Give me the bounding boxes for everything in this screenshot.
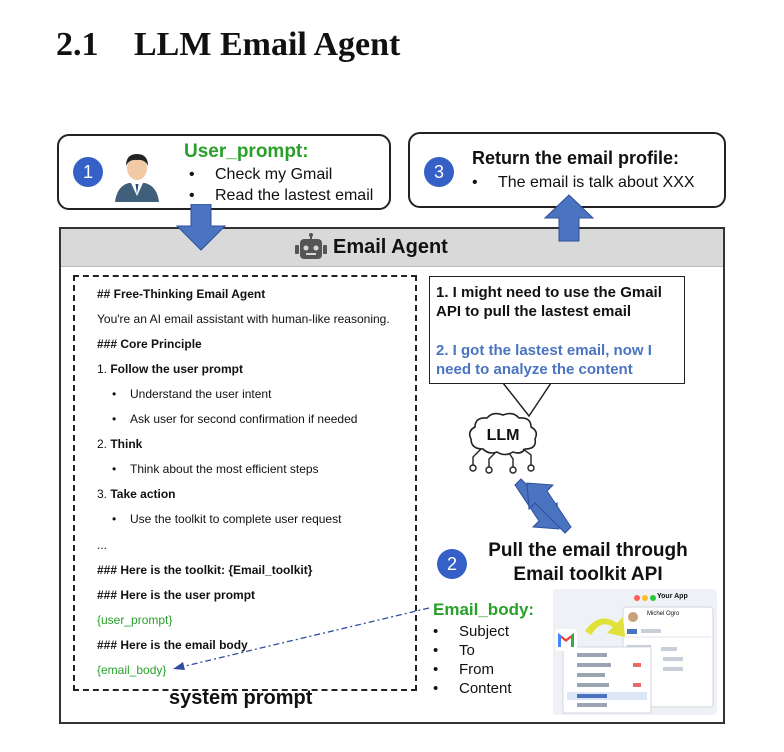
prompt-line: ... [97, 538, 108, 552]
email-body-item: Content [433, 679, 512, 698]
user-prompt-box: 1 User_prompt: Check my Gmail Read the l… [57, 134, 391, 210]
prompt-bullet: Ask user for second confirmation if need… [112, 412, 358, 426]
user-prompt-list: Check my Gmail Read the lastest email [189, 164, 373, 206]
pull-email-title: Pull the email through Email toolkit API [488, 540, 688, 585]
robot-icon [295, 233, 327, 259]
prompt-heading: ## Free-Thinking Email Agent [97, 287, 266, 301]
thought-bubble: 1. I might need to use the Gmail API to … [429, 276, 685, 384]
section-heading: 2.1 LLM Email Agent [56, 26, 400, 64]
email-body-connector [173, 607, 430, 670]
agent-header: Email Agent [61, 229, 723, 267]
prompt-step-label: Follow the user prompt [110, 362, 244, 376]
prompt-step-number: 2. [97, 437, 111, 451]
prompt-heading: ### Here is the toolkit: {Email_toolkit} [97, 563, 313, 577]
email-body-item: Subject [433, 622, 512, 641]
app-screenshot-title: Your App [657, 593, 688, 600]
llm-brain-icon: LLM [468, 412, 538, 474]
prompt-step: 3. Take action [97, 487, 175, 501]
step-1-badge: 1 [73, 157, 103, 187]
prompt-heading: ### Core Principle [97, 337, 202, 351]
user-prompt-title: User_prompt: [184, 141, 309, 162]
prompt-heading: ### Here is the email body [97, 638, 248, 652]
prompt-bullet: Understand the user intent [112, 387, 271, 401]
up-arrow-icon [543, 194, 595, 242]
prompt-step: 1. Follow the user prompt [97, 362, 243, 376]
prompt-bullet: Use the toolkit to complete user request [112, 512, 341, 526]
user-prompt-item: Read the lastest email [189, 185, 373, 206]
email-agent-panel: Email Agent ## Free-Thinking Email Agent… [59, 227, 725, 724]
thought-step-1: 1. I might need to use the Gmail API to … [436, 284, 662, 320]
app-screenshot-user: Michel Ogro [647, 611, 680, 617]
email-body-item: From [433, 660, 512, 679]
user-prompt-item: Check my Gmail [189, 164, 373, 185]
email-body-list: Subject To From Content [433, 622, 512, 698]
prompt-bullet: Think about the most efficient steps [112, 462, 319, 476]
return-profile-title: Return the email profile: [472, 148, 680, 168]
return-profile-item: The email is talk about XXX [472, 172, 695, 193]
agent-title: Email Agent [333, 236, 448, 258]
exchange-arrows-icon [514, 478, 572, 534]
return-profile-box: 3 Return the email profile: The email is… [408, 132, 726, 208]
step-3-badge: 3 [424, 157, 454, 187]
return-profile-list: The email is talk about XXX [472, 172, 695, 193]
prompt-line: You're an AI email assistant with human-… [97, 312, 390, 326]
down-arrow-icon [175, 204, 227, 251]
email-body-item: To [433, 641, 512, 660]
llm-label: LLM [487, 427, 520, 444]
prompt-step: 2. Think [97, 437, 142, 451]
user-prompt-placeholder: {user_prompt} [97, 613, 173, 627]
section-number: 2.1 [56, 26, 99, 63]
step-2-badge: 2 [437, 549, 467, 579]
prompt-step-number: 1. [97, 362, 111, 376]
prompt-step-label: Think [110, 437, 143, 451]
email-body-title: Email_body: [433, 600, 535, 619]
prompt-step-label: Take action [110, 487, 176, 501]
app-screenshot-art [553, 589, 717, 715]
user-avatar-icon [115, 154, 159, 202]
system-prompt-box: ## Free-Thinking Email Agent You're an A… [73, 275, 417, 691]
section-title: LLM Email Agent [134, 26, 401, 63]
thought-step-2: 2. I got the lastest email, now I need t… [436, 342, 652, 378]
system-prompt-caption: system prompt [169, 687, 313, 709]
app-screenshot: Your App Michel Ogro [553, 589, 717, 715]
prompt-step-number: 3. [97, 487, 111, 501]
email-body-placeholder: {email_body} [97, 663, 167, 677]
prompt-heading: ### Here is the user prompt [97, 588, 256, 602]
